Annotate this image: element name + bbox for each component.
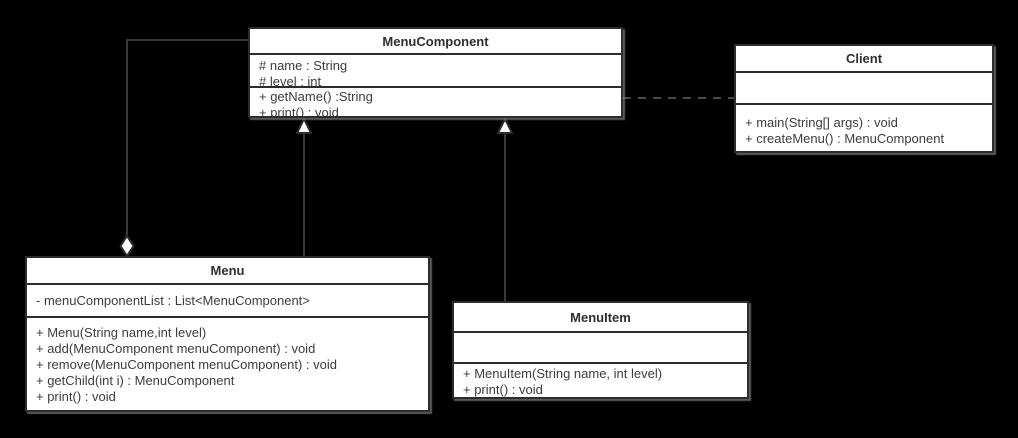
method-line: + Menu(String name,int level) — [36, 325, 207, 340]
aggregation-diamond-icon — [119, 234, 135, 258]
methods-section: + getName() :String + print() : void — [250, 86, 621, 116]
attribute-line: - menuComponentList : List<MenuComponent… — [36, 293, 310, 308]
attributes-section-empty — [736, 71, 992, 103]
methods-section: + main(String[] args) : void + createMen… — [736, 103, 992, 151]
method-line: + getChild(int i) : MenuComponent — [36, 373, 235, 388]
methods-section: + Menu(String name,int level) + add(Menu… — [27, 316, 428, 410]
method-line: + remove(MenuComponent menuComponent) : … — [36, 357, 337, 372]
attributes-section: - menuComponentList : List<MenuComponent… — [27, 283, 428, 316]
class-title: MenuItem — [570, 309, 631, 325]
class-box-menuitem[interactable]: MenuItem + MenuItem(String name, int lev… — [452, 301, 749, 399]
generalization-connector-menuitem-menucomponent[interactable] — [496, 116, 514, 301]
class-box-menu[interactable]: Menu - menuComponentList : List<MenuComp… — [25, 256, 430, 412]
class-title: Menu — [210, 263, 245, 278]
class-box-client[interactable]: Client + main(String[] args) : void + cr… — [734, 44, 994, 153]
method-line: + print() : void — [463, 382, 543, 397]
method-line: + print() : void — [36, 389, 116, 404]
attribute-line: # level : int — [259, 74, 322, 86]
class-title: MenuComponent — [382, 33, 489, 49]
method-line: + main(String[] args) : void — [745, 115, 898, 130]
attributes-section-empty — [454, 331, 747, 362]
method-line: + MenuItem(String name, int level) — [463, 366, 663, 381]
methods-section: + MenuItem(String name, int level) + pri… — [454, 362, 747, 397]
method-line: + add(MenuComponent menuComponent) : voi… — [36, 341, 316, 356]
attribute-line: # name : String — [259, 58, 348, 73]
generalization-connector-menu-menucomponent[interactable] — [295, 116, 313, 256]
generalization-arrow-icon — [496, 116, 514, 134]
method-line: + getName() :String — [259, 89, 373, 104]
method-line: + createMenu() : MenuComponent — [745, 131, 945, 146]
attributes-section: # name : String # level : int — [250, 53, 621, 86]
generalization-arrow-icon — [295, 116, 313, 134]
class-title: Client — [845, 51, 883, 66]
aggregation-connector-menu-menucomponent[interactable] — [119, 39, 249, 258]
class-box-menucomponent[interactable]: MenuComponent # name : String # level : … — [248, 27, 623, 118]
method-line: + print() : void — [259, 105, 339, 116]
